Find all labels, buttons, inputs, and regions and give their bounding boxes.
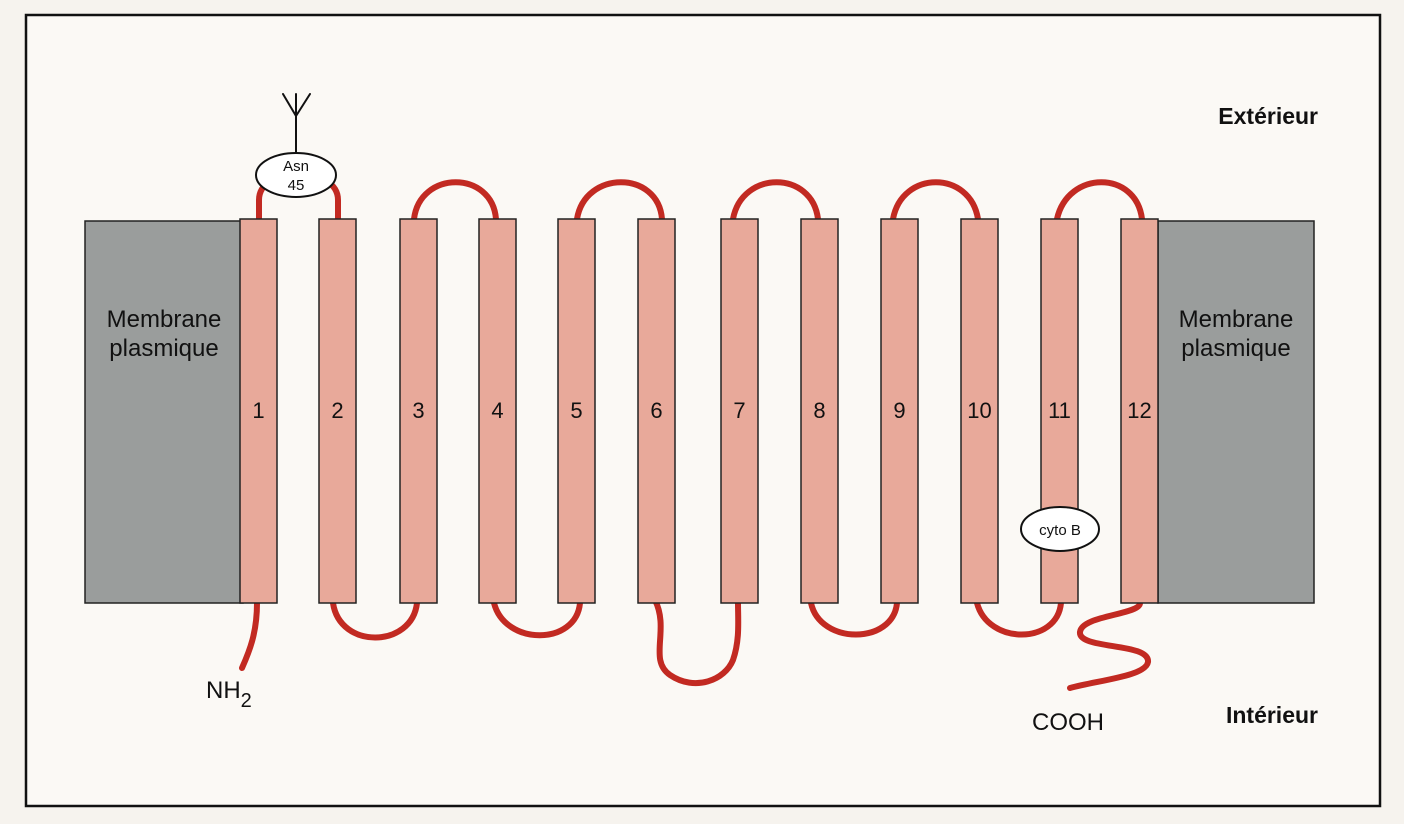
nh2-label: NH2 [206, 677, 252, 712]
helix-2 [318, 218, 357, 604]
exterior-label: Extérieur [1218, 103, 1318, 129]
helix-7-number: 7 [733, 398, 745, 423]
helix-12-number: 12 [1127, 398, 1151, 423]
asn45-label-line1: Asn [283, 158, 309, 175]
helix-2-number: 2 [331, 398, 343, 423]
helix-8-number: 8 [813, 398, 825, 423]
helix-10-number: 10 [967, 398, 991, 423]
helix-3-number: 3 [412, 398, 424, 423]
loop-10-11 [974, 600, 1064, 638]
asn45-label-line2: 45 [288, 177, 305, 194]
loop-5-6 [574, 179, 665, 222]
helix-9 [880, 218, 919, 604]
connecting-loops [239, 93, 1151, 691]
cooh-label: COOH [1032, 709, 1104, 736]
helix-6-number: 6 [650, 398, 662, 423]
membrane-right-label-line1: Membrane [1179, 306, 1294, 333]
membrane-right-block [1157, 220, 1315, 604]
membrane-right-label-line2: plasmique [1181, 335, 1290, 362]
helix-7 [720, 218, 759, 604]
helix-4-number: 4 [491, 398, 503, 423]
helix-12 [1120, 218, 1159, 604]
nh2-terminus-tail [239, 600, 260, 671]
membrane-left-label-line1: Membrane [107, 306, 222, 333]
helix-10 [960, 218, 999, 604]
loop-2-3 [330, 600, 420, 641]
cooh-terminus-tail [1067, 600, 1151, 691]
interior-label: Intérieur [1226, 702, 1318, 728]
helix-9-number: 9 [893, 398, 905, 423]
membrane-left-block [84, 220, 244, 604]
nh2-label-subscript: 2 [241, 690, 252, 712]
loop-8-9 [808, 600, 900, 638]
membrane-left-label-line2: plasmique [109, 335, 218, 362]
nh2-label-main: NH [206, 677, 241, 704]
helix-5-number: 5 [570, 398, 582, 423]
helix-5 [557, 218, 596, 604]
loop-3-4 [411, 179, 499, 222]
helix-1-number: 1 [252, 398, 264, 423]
loop-7-8 [730, 179, 821, 222]
helix-4 [478, 218, 517, 604]
loop-9-10 [890, 179, 981, 222]
cyto-b-label: cyto B [1039, 522, 1081, 539]
helix-1 [239, 218, 278, 604]
loop-4-5 [491, 600, 583, 639]
helix-3 [399, 218, 438, 604]
glycan-stem [282, 93, 311, 157]
loop-11-12 [1054, 179, 1145, 222]
loop-6-7 [652, 597, 742, 687]
helix-8 [800, 218, 839, 604]
cytochalasin-b-binding-site [1020, 506, 1100, 552]
helix-6 [637, 218, 676, 604]
helix-11-number: 11 [1048, 398, 1071, 423]
asn45-glycosylation-site [255, 152, 337, 198]
